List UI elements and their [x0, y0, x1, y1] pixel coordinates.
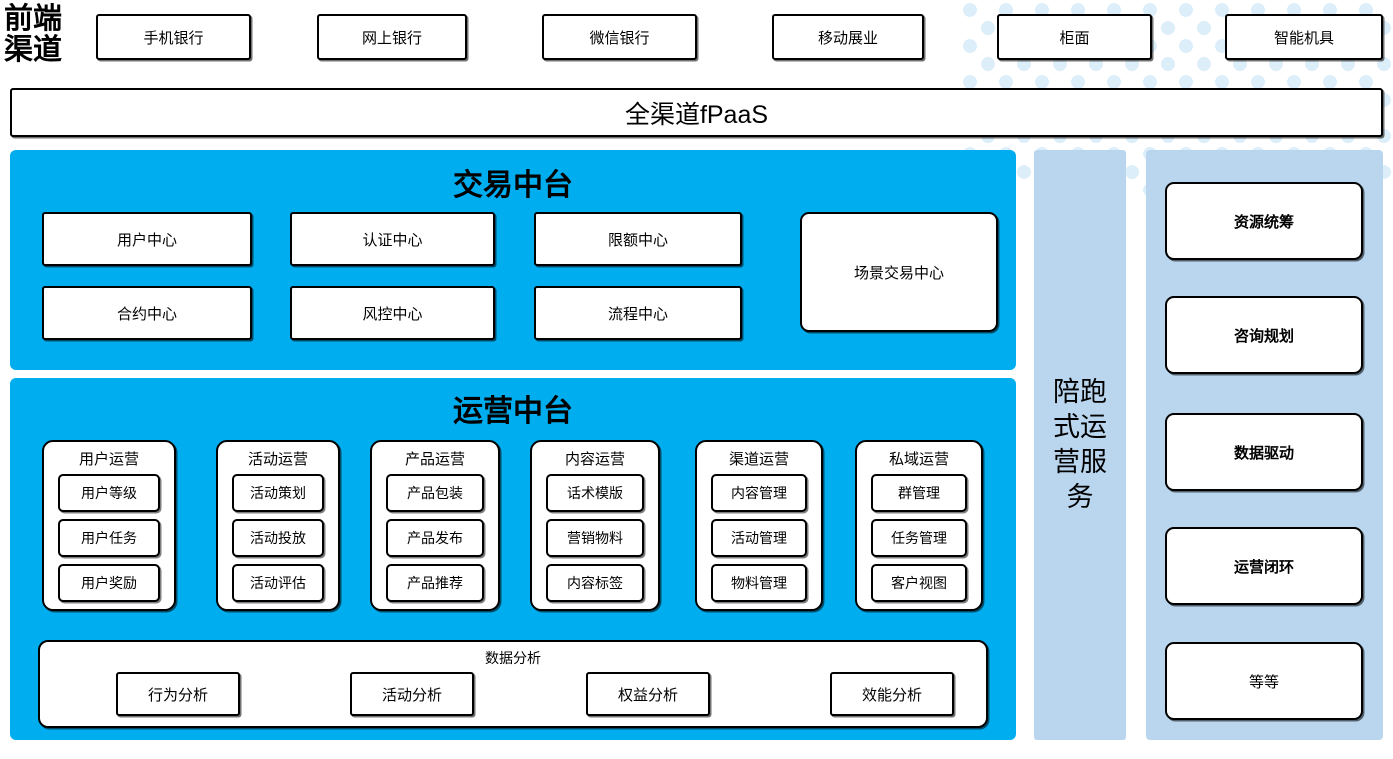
- capability-box-3[interactable]: 数据驱动: [1165, 413, 1363, 491]
- ops-group-item-5-2[interactable]: 活动管理: [711, 519, 807, 557]
- ops-group-item-5-1[interactable]: 内容管理: [711, 474, 807, 512]
- ops-group-title: 产品运营: [404, 451, 465, 468]
- analysis-item-4[interactable]: 效能分析: [830, 672, 954, 716]
- ops-group-title: 活动运营: [247, 451, 308, 468]
- scene-transaction-center-label: 场景交易中心: [853, 264, 944, 282]
- capability-label: 等等: [1248, 673, 1279, 691]
- capability-box-5[interactable]: 等等: [1165, 642, 1363, 720]
- ops-group-item-1-3[interactable]: 用户奖励: [58, 564, 160, 602]
- analysis-item-2[interactable]: 活动分析: [350, 672, 474, 716]
- ops-group-title: 内容运营: [564, 451, 625, 468]
- trade-center-box-4[interactable]: 合约中心: [42, 286, 252, 340]
- analysis-item-label: 行为分析: [147, 686, 208, 704]
- ops-group-item-3-3[interactable]: 产品推荐: [386, 564, 484, 602]
- ops-group-item-3-1[interactable]: 产品包装: [386, 474, 484, 512]
- channel-box-4[interactable]: 移动展业: [772, 14, 924, 60]
- trade-center-label: 用户中心: [116, 231, 177, 249]
- ops-group-4: 内容运营话术模版营销物料内容标签: [530, 440, 660, 611]
- omnichannel-fpaas-bar[interactable]: 全渠道fPaaS: [10, 88, 1383, 137]
- ops-group-2: 活动运营活动策划活动投放活动评估: [216, 440, 340, 611]
- channel-label: 手机银行: [143, 29, 204, 47]
- trade-center-box-3[interactable]: 限额中心: [534, 212, 742, 266]
- ops-group-item-3-2[interactable]: 产品发布: [386, 519, 484, 557]
- channel-label: 网上银行: [361, 29, 422, 47]
- ops-group-item-6-1[interactable]: 群管理: [871, 474, 967, 512]
- front-channel-label: 前端 渠道: [4, 4, 86, 66]
- ops-group-item-4-2[interactable]: 营销物料: [546, 519, 644, 557]
- ops-group-title: 渠道运营: [728, 451, 789, 468]
- ops-group-item-4-1[interactable]: 话术模版: [546, 474, 644, 512]
- capability-box-2[interactable]: 咨询规划: [1165, 296, 1363, 374]
- ops-group-title: 用户运营: [78, 451, 139, 468]
- trade-platform-panel: 交易中台 用户中心 认证中心 限额中心合约中心 风控中心 流程中心 场景交易中心: [10, 150, 1016, 370]
- trade-center-box-6[interactable]: 流程中心: [534, 286, 742, 340]
- analysis-item-1[interactable]: 行为分析: [116, 672, 240, 716]
- accompanying-operations-service-label: 陪跑式运营服务: [1053, 377, 1107, 512]
- accompanying-operations-service-column: 陪跑式运营服务: [1034, 150, 1126, 740]
- ops-group-6: 私域运营群管理任务管理客户视图: [855, 440, 983, 611]
- capability-label: 资源统筹: [1233, 213, 1294, 231]
- ops-group-item-6-3[interactable]: 客户视图: [871, 564, 967, 602]
- channel-box-5[interactable]: 柜面: [997, 14, 1152, 60]
- channel-box-2[interactable]: 网上银行: [317, 14, 467, 60]
- trade-center-box-2[interactable]: 认证中心: [290, 212, 495, 266]
- trade-center-label: 流程中心: [607, 305, 668, 323]
- ops-group-item-1-1[interactable]: 用户等级: [58, 474, 160, 512]
- channel-label: 柜面: [1059, 29, 1090, 47]
- trade-center-label: 限额中心: [607, 231, 668, 249]
- ops-group-item-2-2[interactable]: 活动投放: [232, 519, 324, 557]
- front-channel-label-line-1: 前端: [4, 3, 63, 35]
- ops-group-5: 渠道运营内容管理活动管理物料管理: [695, 440, 823, 611]
- operations-platform-title: 运营中台: [453, 395, 573, 428]
- channel-box-6[interactable]: 智能机具: [1225, 14, 1383, 60]
- ops-group-item-5-3[interactable]: 物料管理: [711, 564, 807, 602]
- ops-group-item-2-3[interactable]: 活动评估: [232, 564, 324, 602]
- channel-label: 微信银行: [589, 29, 650, 47]
- ops-group-item-2-1[interactable]: 活动策划: [232, 474, 324, 512]
- channel-box-1[interactable]: 手机银行: [96, 14, 251, 60]
- scene-transaction-center-box[interactable]: 场景交易中心: [800, 212, 998, 332]
- channel-label: 移动展业: [817, 29, 878, 47]
- channel-box-3[interactable]: 微信银行: [542, 14, 697, 60]
- analysis-item-3[interactable]: 权益分析: [586, 672, 710, 716]
- analysis-item-label: 权益分析: [617, 686, 678, 704]
- trade-center-label: 风控中心: [362, 305, 423, 323]
- trade-center-label: 合约中心: [116, 305, 177, 323]
- operations-platform-panel: 运营中台 用户运营用户等级用户任务用户奖励活动运营活动策划活动投放活动评估产品运…: [10, 378, 1016, 740]
- trade-center-label: 认证中心: [362, 231, 423, 249]
- ops-group-1: 用户运营用户等级用户任务用户奖励: [42, 440, 176, 611]
- capability-label: 数据驱动: [1233, 444, 1294, 462]
- trade-center-box-5[interactable]: 风控中心: [290, 286, 495, 340]
- channel-label: 智能机具: [1273, 29, 1334, 47]
- trade-platform-title: 交易中台: [453, 169, 573, 202]
- ops-group-item-6-2[interactable]: 任务管理: [871, 519, 967, 557]
- data-analysis-panel: 数据分析 行为分析 活动分析 权益分析 效能分析: [38, 640, 988, 728]
- ops-group-item-1-2[interactable]: 用户任务: [58, 519, 160, 557]
- capability-label: 运营闭环: [1233, 558, 1294, 576]
- capability-label: 咨询规划: [1233, 327, 1294, 345]
- ops-group-title: 私域运营: [888, 451, 949, 468]
- omnichannel-fpaas-label: 全渠道fPaaS: [624, 100, 769, 129]
- analysis-item-label: 效能分析: [861, 686, 922, 704]
- front-channel-label-line-2: 渠道: [4, 34, 63, 66]
- capability-column: 资源统筹咨询规划数据驱动运营闭环等等: [1146, 150, 1383, 740]
- capability-box-1[interactable]: 资源统筹: [1165, 182, 1363, 260]
- ops-group-item-4-3[interactable]: 内容标签: [546, 564, 644, 602]
- trade-center-box-1[interactable]: 用户中心: [42, 212, 252, 266]
- data-analysis-title: 数据分析: [485, 650, 541, 666]
- ops-group-3: 产品运营产品包装产品发布产品推荐: [370, 440, 500, 611]
- analysis-item-label: 活动分析: [381, 686, 442, 704]
- capability-box-4[interactable]: 运营闭环: [1165, 527, 1363, 605]
